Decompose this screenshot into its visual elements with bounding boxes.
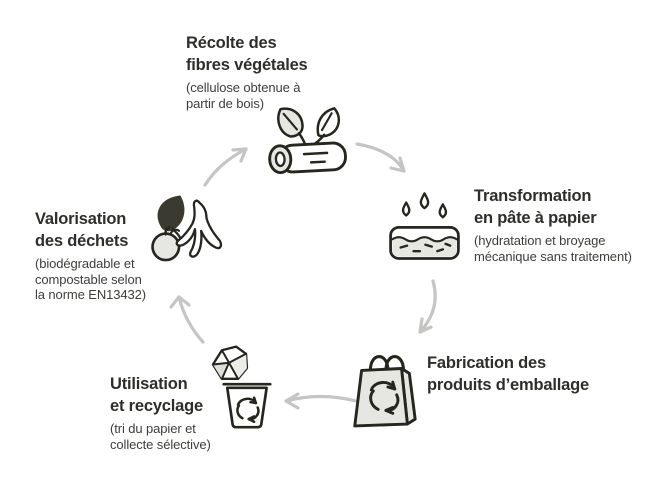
step-subtitle-line: (biodégradable et (35, 256, 135, 271)
step-utilisation-title: Utilisation et recyclage (110, 373, 211, 417)
step-fabrication-title: Fabrication des produits d’emballage (427, 352, 589, 396)
recycle-bin-crumpled-paper-icon (211, 345, 272, 429)
step-fabrication-text: Fabrication des produits d’emballage (427, 352, 589, 396)
cycle-arrow-transformation-to-fabrication (418, 279, 437, 334)
step-transformation-title: Transformation en pâte à papier (474, 185, 632, 229)
log-with-sprouting-leaves-icon (268, 107, 347, 175)
step-title-line: Récolte des (186, 34, 277, 52)
step-title-line: Utilisation (110, 375, 188, 393)
cycle-arrow-utilisation-to-valorisation (169, 295, 205, 344)
step-title-line: en pâte à papier (474, 209, 597, 227)
step-subtitle-line: partir de bois) (186, 95, 264, 111)
step-recolte-subtitle: (cellulose obtenue à partir de bois) (186, 80, 308, 111)
step-title-line: des déchets (35, 232, 129, 250)
step-subtitle-line: (cellulose obtenue à (186, 80, 301, 95)
cycle-arrow-recolte-to-transformation (355, 142, 406, 173)
step-title-line: Transformation (474, 187, 592, 205)
step-utilisation-subtitle: (tri du papier et collecte sélective) (110, 421, 211, 452)
paper-bag-recycle-icon (353, 355, 417, 428)
compost-waste-icon (151, 195, 223, 262)
cycle-arrow-valorisation-to-recolte (203, 147, 248, 187)
step-subtitle-line: (hydratation et broyage (474, 233, 606, 248)
step-recolte-title: Récolte des fibres végétales (186, 32, 308, 76)
step-title-line: et recyclage (110, 397, 203, 415)
step-subtitle-line: mécanique sans traitement) (474, 248, 632, 264)
step-subtitle-line: (tri du papier et (110, 421, 196, 436)
step-valorisation-subtitle: (biodégradable et compostable selon la n… (35, 256, 146, 303)
step-utilisation-text: Utilisation et recyclage (tri du papier … (110, 373, 211, 452)
step-transformation-text: Transformation en pâte à papier (hydrata… (474, 185, 632, 264)
step-title-line: Fabrication des (427, 354, 546, 372)
step-subtitle-line: collecte sélective) (110, 436, 211, 452)
step-title-line: Valorisation (35, 210, 127, 228)
step-valorisation-text: Valorisation des déchets (biodégradable … (35, 208, 146, 303)
step-subtitle-line: compostable selon (35, 271, 142, 287)
step-title-line: fibres végétales (186, 56, 308, 74)
step-title-line: produits d’emballage (427, 376, 589, 394)
step-valorisation-title: Valorisation des déchets (35, 208, 146, 252)
step-transformation-subtitle: (hydratation et broyage mécanique sans t… (474, 233, 632, 264)
water-drops-pulp-basin-icon (389, 192, 460, 260)
step-subtitle-line: la norme EN13432) (35, 287, 147, 302)
step-recolte-text: Récolte des fibres végétales (cellulose … (186, 32, 308, 111)
